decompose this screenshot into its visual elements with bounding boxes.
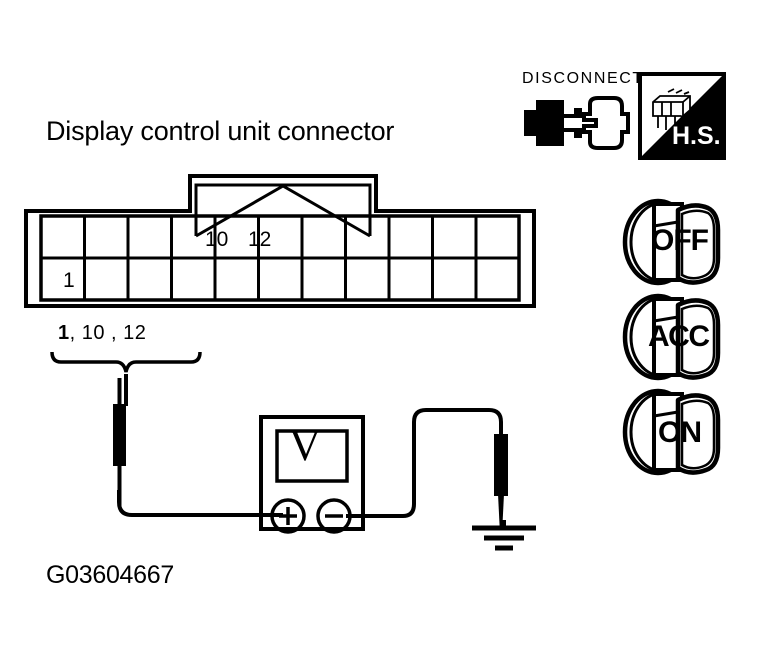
- positive-test-probe: [102, 378, 142, 508]
- voltmeter: [258, 414, 366, 532]
- connector-diagram: [20, 168, 540, 313]
- terminal-list-first: 1: [58, 322, 70, 344]
- voltmeter-positive-terminal: [268, 496, 308, 536]
- ignition-acc-icon: [620, 291, 730, 383]
- ignition-on-label: ON: [658, 416, 702, 449]
- ignition-on-icon: [620, 386, 730, 478]
- hs-label: H.S.: [672, 122, 721, 150]
- disconnect-icon: [518, 92, 630, 154]
- positive-lead-wire: [105, 490, 285, 530]
- terminal-brace: [48, 348, 208, 410]
- voltmeter-display-value: V: [289, 421, 321, 470]
- page-title: Display control unit connector: [46, 116, 395, 146]
- figure-id: G03604667: [46, 561, 174, 589]
- ignition-off-icon: [620, 196, 730, 288]
- hs-hand-scan-icon: [638, 72, 726, 160]
- ignition-acc-label: ACC: [648, 320, 710, 353]
- ignition-off-label: OFF: [651, 224, 709, 257]
- negative-lead-wire: [346, 404, 526, 529]
- connector-pin-10-label: 10: [205, 228, 229, 251]
- terminal-list: 1, 10 , 12: [58, 322, 146, 345]
- terminal-list-rest: , 10 , 12: [69, 322, 147, 344]
- connector-pin-1-label: 1: [63, 269, 75, 292]
- disconnect-label: DISCONNECT: [522, 70, 644, 87]
- ground-icon: [468, 520, 540, 556]
- connector-pin-12-label: 12: [248, 228, 272, 251]
- ground-test-probe: [486, 428, 526, 540]
